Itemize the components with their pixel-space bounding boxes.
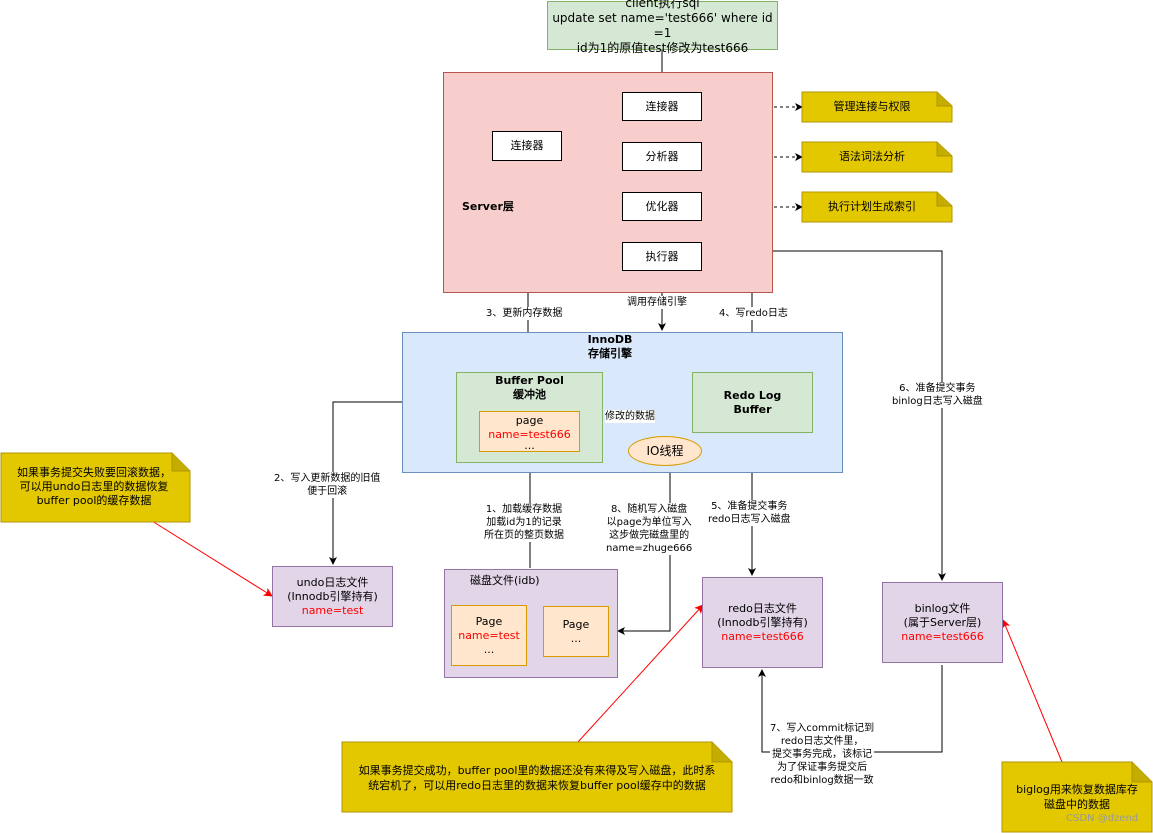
- disk-page1-label: Page: [475, 614, 503, 628]
- undo-file-line1: undo日志文件: [296, 575, 369, 589]
- disk-page-2: Page ...: [543, 606, 609, 657]
- label-step8-l1: 8、随机写入磁盘: [610, 504, 688, 515]
- disk-page1-more: ...: [483, 642, 495, 656]
- undo-file-value: name=test: [301, 603, 364, 617]
- buffer-pool-page: page name=test666 ...: [479, 411, 580, 452]
- binlog-file-value: name=test666: [901, 629, 984, 643]
- redo-log-buffer: Redo Log Buffer: [692, 372, 813, 433]
- disk-page2-more: ...: [570, 631, 582, 645]
- undo-file-line2: (Innodb引擎持有): [287, 589, 378, 603]
- label-step2: 2、写入更新数据的旧值 便于回滚: [274, 472, 381, 498]
- buffer-pool-title-line2: 缓冲池: [513, 388, 546, 401]
- binlog-file-line2: (属于Server层): [903, 615, 982, 629]
- label-step1-l3: 所在页的整页数据: [484, 530, 564, 541]
- label-step7-l3: 提交事务完成，该标记: [772, 749, 873, 760]
- label-step2-l1: 2、写入更新数据的旧值: [274, 473, 381, 484]
- disk-page1-value: name=test: [458, 628, 520, 642]
- label-step7-l2: redo日志文件里，: [780, 736, 864, 747]
- undo-log-file: undo日志文件 (Innodb引擎持有) name=test: [272, 566, 393, 627]
- innodb-title: InnoDB 存储引擎: [560, 333, 660, 361]
- label-step8-l3: 这步做完磁盘里的: [609, 530, 690, 541]
- client-line2: update set name='test666' where id =1: [552, 10, 773, 40]
- innodb-title-line2: 存储引擎: [588, 347, 632, 360]
- analyzer-box: 分析器: [622, 142, 702, 171]
- label-step1-l2: 加载id为1的记录: [486, 517, 562, 528]
- note-rollback: 如果事务提交失败要回滚数据， 可以用undo日志里的数据恢复 buffer po…: [4, 466, 184, 508]
- note-crash-l2: 统宕机了，可以用redo日志里的数据来恢复buffer pool缓存中的数据: [368, 779, 706, 792]
- redo-file-line2: (Innodb引擎持有): [717, 615, 808, 629]
- disk-page2-label: Page: [562, 617, 590, 631]
- binlog-file-line1: binlog文件: [914, 601, 971, 615]
- label-step8: 8、随机写入磁盘 以page为单位写入 这步做完磁盘里的 name=zhuge6…: [606, 503, 693, 555]
- note-crash-l1: 如果事务提交成功，buffer pool里的数据还没有来得及写入磁盘，此时系: [358, 764, 716, 777]
- note-connection: 管理连接与权限: [833, 100, 911, 113]
- innodb-title-line1: InnoDB: [587, 333, 633, 346]
- client-sql-box: client执行sql update set name='test666' wh…: [547, 0, 778, 55]
- redo-file-line1: redo日志文件: [728, 601, 797, 615]
- label-call-engine: 调用存储引擎: [627, 296, 687, 309]
- buffer-page-label: page: [515, 413, 544, 427]
- label-step5-l1: 5、准备提交事务: [711, 501, 788, 512]
- note-crash-recovery: 如果事务提交成功，buffer pool里的数据还没有来得及写入磁盘，此时系 统…: [344, 763, 730, 793]
- buffer-page-more: ...: [524, 438, 535, 452]
- label-step6: 6、准备提交事务 binlog日志写入磁盘: [892, 382, 983, 408]
- note-plan: 执行计划生成索引: [828, 200, 916, 213]
- buffer-page-value: name=test666: [488, 427, 571, 441]
- label-step8-l4: name=zhuge666: [606, 543, 693, 554]
- note-binlog: biglog用来恢复数据库存 磁盘中的数据: [1004, 782, 1150, 812]
- buffer-pool-title: Buffer Pool 缓冲池: [456, 374, 603, 402]
- disk-file-label: 磁盘文件(idb): [470, 574, 540, 587]
- server-layer: [443, 72, 773, 293]
- redo-file-value: name=test666: [721, 629, 804, 643]
- label-step6-l2: binlog日志写入磁盘: [892, 396, 983, 407]
- note-rollback-l2: 可以用undo日志里的数据恢复: [19, 480, 169, 493]
- label-step7: 7、写入commit标记到 redo日志文件里， 提交事务完成，该标记 为了保证…: [770, 722, 875, 787]
- connector-box: 连接器: [622, 92, 702, 121]
- buffer-pool-title-line1: Buffer Pool: [495, 374, 564, 387]
- label-step4: 4、写redo日志: [719, 307, 788, 320]
- label-step7-l1: 7、写入commit标记到: [770, 723, 875, 734]
- client-line1: client执行sql: [625, 0, 700, 10]
- io-thread: IO线程: [628, 436, 702, 466]
- label-step7-l4: 为了保证事务提交后: [777, 762, 868, 773]
- redo-buffer-line1: Redo Log: [723, 388, 782, 402]
- watermark: CSDN @dzend: [1066, 813, 1139, 824]
- label-step5: 5、准备提交事务 redo日志写入磁盘: [708, 500, 791, 526]
- client-line3: id为1的原值test修改为test666: [576, 40, 749, 55]
- redo-log-file: redo日志文件 (Innodb引擎持有) name=test666: [702, 577, 823, 668]
- redo-buffer-line2: Buffer: [733, 402, 772, 416]
- label-step2-l2: 便于回滚: [307, 486, 348, 497]
- note-binlog-l1: biglog用来恢复数据库存: [1016, 783, 1138, 796]
- disk-page-1: Page name=test ...: [451, 605, 527, 666]
- label-step7-l5: redo和binlog数据一致: [770, 775, 874, 786]
- note-rollback-l3: buffer pool的缓存数据: [36, 494, 152, 507]
- executor-box: 执行器: [622, 242, 702, 271]
- label-modified: 修改的数据: [605, 410, 655, 423]
- label-step1-l1: 1、加载缓存数据: [485, 504, 563, 515]
- label-step8-l2: 以page为单位写入: [606, 517, 692, 528]
- label-step5-l2: redo日志写入磁盘: [708, 514, 791, 525]
- label-step3: 3、更新内存数据: [486, 307, 563, 320]
- server-layer-label: Server层: [462, 200, 514, 213]
- connector-side-box: 连接器: [492, 131, 562, 161]
- optimizer-box: 优化器: [622, 192, 702, 221]
- note-binlog-l2: 磁盘中的数据: [1044, 798, 1110, 811]
- note-rollback-l1: 如果事务提交失败要回滚数据，: [17, 466, 171, 479]
- label-step1: 1、加载缓存数据 加载id为1的记录 所在页的整页数据: [484, 503, 564, 542]
- note-syntax: 语法词法分析: [839, 150, 905, 163]
- binlog-file: binlog文件 (属于Server层) name=test666: [882, 582, 1003, 663]
- label-step6-l1: 6、准备提交事务: [899, 383, 976, 394]
